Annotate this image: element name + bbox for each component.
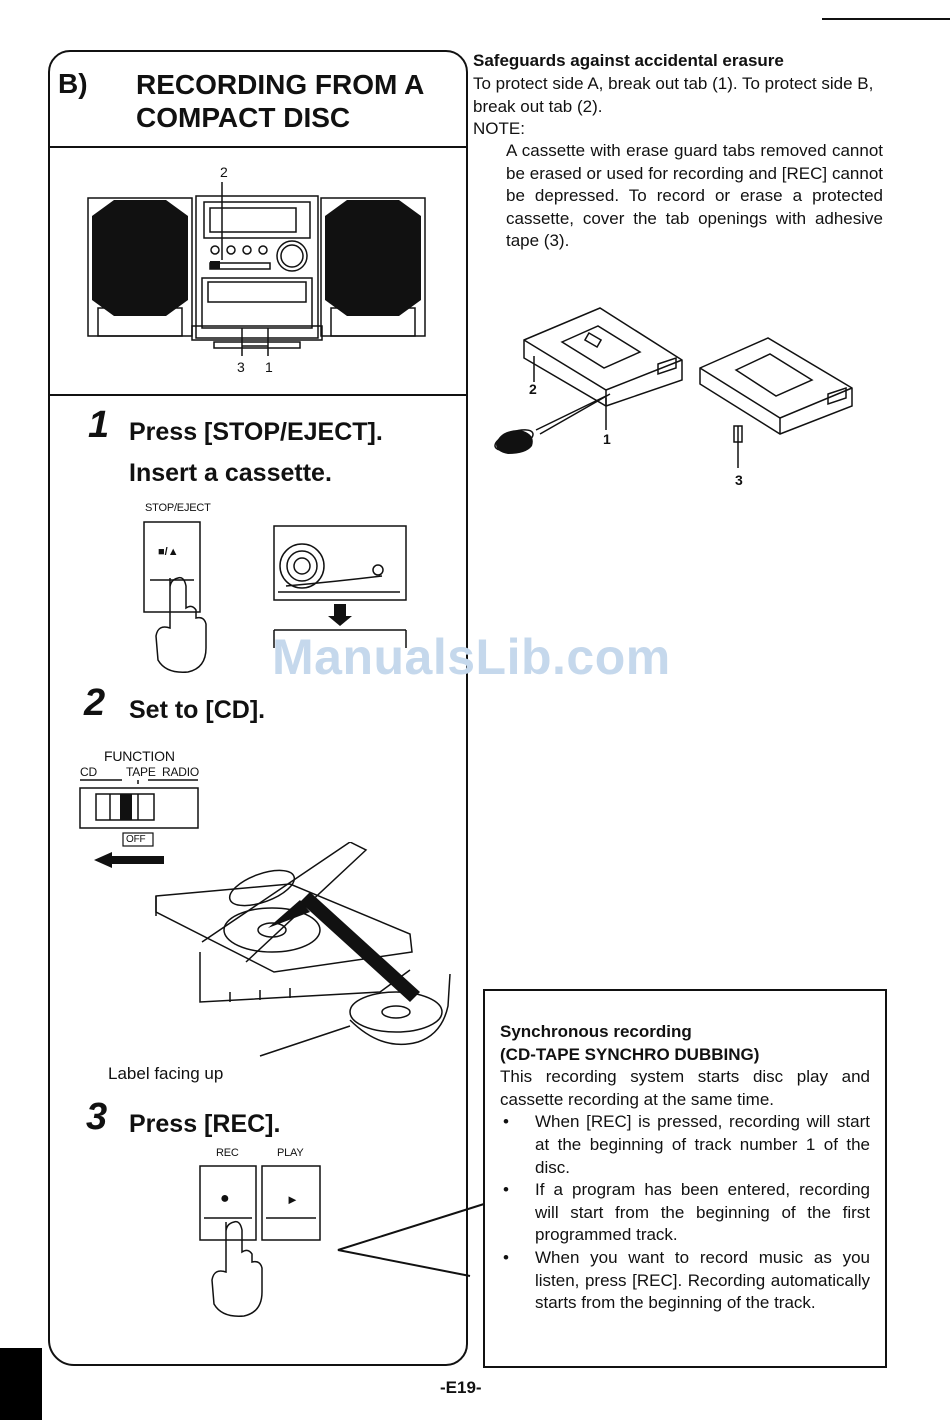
stop-eject-symbol: ■/▲ bbox=[158, 546, 179, 558]
sync-bullet: When you want to record music as you lis… bbox=[500, 1247, 870, 1315]
sync-bullet: If a program has been entered, recording… bbox=[500, 1179, 870, 1247]
stop-eject-label: STOP/EJECT bbox=[145, 502, 211, 514]
step-1-number: 1 bbox=[88, 404, 110, 446]
function-label: FUNCTION bbox=[104, 748, 175, 764]
stop-eject-button-illustration bbox=[143, 521, 207, 673]
note-body: A cassette with erase guard tabs removed… bbox=[506, 141, 883, 250]
label-facing-up: Label facing up bbox=[108, 1064, 224, 1083]
step-1-line1: Press [STOP/EJECT]. bbox=[129, 418, 383, 446]
cd-loading-illustration bbox=[155, 842, 451, 1057]
safeguards-title: Safeguards against accidental erasure bbox=[473, 51, 784, 70]
recording-panel bbox=[48, 50, 468, 1366]
stereo-callout-2: 2 bbox=[220, 164, 228, 180]
diagram-divider bbox=[48, 394, 466, 396]
step-1-line2: Insert a cassette. bbox=[129, 459, 332, 487]
sync-recording-content: Synchronous recording (CD-TAPE SYNCHRO D… bbox=[500, 1021, 870, 1315]
rec-play-buttons-illustration bbox=[199, 1165, 321, 1317]
safeguards-text: To protect side A, break out tab (1). To… bbox=[473, 74, 874, 116]
step-2-line1: Set to [CD]. bbox=[129, 696, 266, 724]
sync-bullet: When [REC] is pressed, recording will st… bbox=[500, 1111, 870, 1179]
sync-intro: This recording system starts disc play a… bbox=[500, 1067, 870, 1109]
section-title: RECORDING FROM A COMPACT DISC bbox=[136, 69, 424, 133]
stereo-diagram bbox=[87, 182, 426, 356]
play-label: PLAY bbox=[277, 1147, 304, 1159]
cassette-tabs-illustration bbox=[494, 307, 853, 468]
step-3-line1: Press [REC]. bbox=[129, 1110, 281, 1138]
tab-callout-2: 2 bbox=[529, 381, 537, 397]
function-switch-illustration bbox=[79, 779, 199, 868]
step-2-number: 2 bbox=[84, 682, 106, 724]
section-letter: B) bbox=[58, 68, 88, 99]
corner-rule bbox=[822, 18, 950, 20]
tab-callout-1: 1 bbox=[603, 431, 611, 447]
callout-pointer bbox=[337, 1203, 485, 1277]
step-3-number: 3 bbox=[86, 1096, 108, 1138]
watermark: ManualsLib.com bbox=[272, 629, 671, 685]
sync-bullets: When [REC] is pressed, recording will st… bbox=[500, 1111, 870, 1314]
note-label: NOTE: bbox=[473, 119, 525, 138]
stereo-callout-1: 1 bbox=[265, 359, 273, 375]
off-label: OFF bbox=[126, 834, 146, 845]
page-edge-tab bbox=[0, 1348, 42, 1420]
rec-symbol: ● bbox=[220, 1190, 230, 1207]
page-number: -E19- bbox=[440, 1378, 482, 1397]
function-opt-tape: TAPE bbox=[126, 765, 156, 779]
stereo-callout-3: 3 bbox=[237, 359, 245, 375]
play-symbol: ► bbox=[286, 1192, 299, 1207]
cassette-insert-illustration bbox=[273, 525, 407, 648]
header-divider bbox=[48, 146, 466, 148]
sync-title: Synchronous recording bbox=[500, 1022, 692, 1041]
sync-recording-box bbox=[483, 989, 887, 1368]
rec-label: REC bbox=[216, 1147, 239, 1159]
sync-subtitle: (CD-TAPE SYNCHRO DUBBING) bbox=[500, 1044, 760, 1064]
function-opt-cd: CD bbox=[80, 765, 97, 779]
function-opt-radio: RADIO bbox=[162, 765, 200, 779]
tab-callout-3: 3 bbox=[735, 472, 743, 488]
safeguards-body: To protect side A, break out tab (1). To… bbox=[473, 73, 883, 141]
